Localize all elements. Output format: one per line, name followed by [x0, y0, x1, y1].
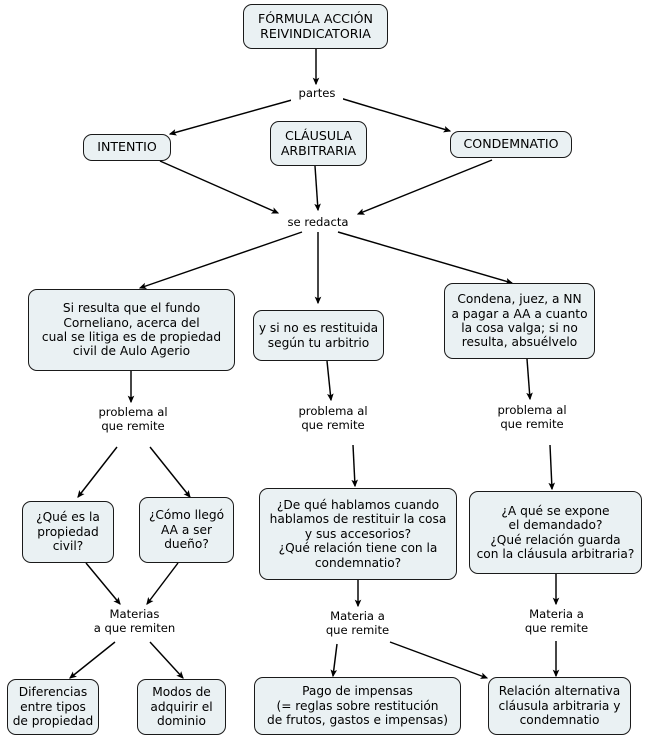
link-label-problema-al-que-remite-1: problema al que remite [88, 405, 178, 435]
edge-materia2-relacionalt [389, 641, 489, 679]
edge-seredacta-siresulta [138, 231, 303, 290]
edge-problema2-qrestituir [351, 444, 359, 488]
edge-ysino-problema2 [326, 360, 334, 402]
edge-condena-problema3 [526, 358, 533, 401]
node-pregunta-demandado[interactable]: ¿A qué se expone el demandado? ¿Qué rela… [469, 491, 642, 574]
edge-condemnatio-seredacta [356, 159, 493, 215]
edge-qpropiedad-materias1 [85, 562, 121, 605]
node-formula[interactable]: FÓRMULA ACCIÓN REIVINDICATORIA [243, 4, 388, 49]
link-label-se-redacta: se redacta [278, 215, 358, 231]
node-pregunta-propiedad-civil[interactable]: ¿Qué es la propiedad civil? [22, 501, 114, 563]
node-pregunta-como-llego-dueno[interactable]: ¿Cómo llegó AA a ser dueño? [139, 497, 234, 563]
edge-materia2-impensas [330, 643, 338, 678]
link-label-partes: partes [291, 86, 343, 102]
edge-clausula-seredacta [314, 165, 321, 212]
link-label-materia-a-que-remite-3: Materia a que remite [514, 607, 599, 637]
edge-intentio-seredacta [159, 160, 280, 214]
edge-materias1-diferencias [69, 641, 116, 679]
node-relacion-alternativa[interactable]: Relación alternativa cláusula arbitraria… [488, 677, 631, 735]
node-si-resulta[interactable]: Si resulta que el fundo Corneliano, acer… [28, 289, 235, 371]
node-modos-adquirir-dominio[interactable]: Modos de adquirir el dominio [137, 679, 226, 735]
node-pago-impensas[interactable]: Pago de impensas (= reglas sobre restitu… [254, 677, 461, 735]
edge-qdueno-materias1 [146, 562, 179, 605]
node-clausula-arbitraria[interactable]: CLÁUSULA ARBITRARIA [270, 121, 367, 166]
node-intentio[interactable]: INTENTIO [83, 134, 171, 161]
link-label-materia-a-que-remite-2: Materia a que remite [315, 609, 400, 639]
node-condena-juez[interactable]: Condena, juez, a NN a pagar a AA a cuant… [444, 283, 595, 359]
edge-materias1-modos [149, 641, 184, 679]
edge-problema1-qpropiedad [77, 446, 118, 498]
link-label-problema-al-que-remite-2: problema al que remite [288, 404, 378, 434]
edge-seredacta-condena [337, 231, 514, 285]
edge-problema1-qdueno [149, 446, 191, 498]
node-pregunta-restituir-cosa[interactable]: ¿De qué hablamos cuando hablamos de rest… [259, 488, 457, 580]
link-label-materias-a-que-remiten: Materias a que remiten [83, 607, 186, 637]
node-diferencias-tipos-propiedad[interactable]: Diferencias entre tipos de propiedad [7, 679, 99, 735]
edge-problema3-qdemandado [548, 444, 556, 491]
node-condemnatio[interactable]: CONDEMNATIO [450, 131, 572, 158]
link-label-problema-al-que-remite-3: problema al que remite [487, 403, 577, 433]
node-y-si-no-restituida[interactable]: y si no es restituida según tu arbitrio [253, 310, 384, 361]
